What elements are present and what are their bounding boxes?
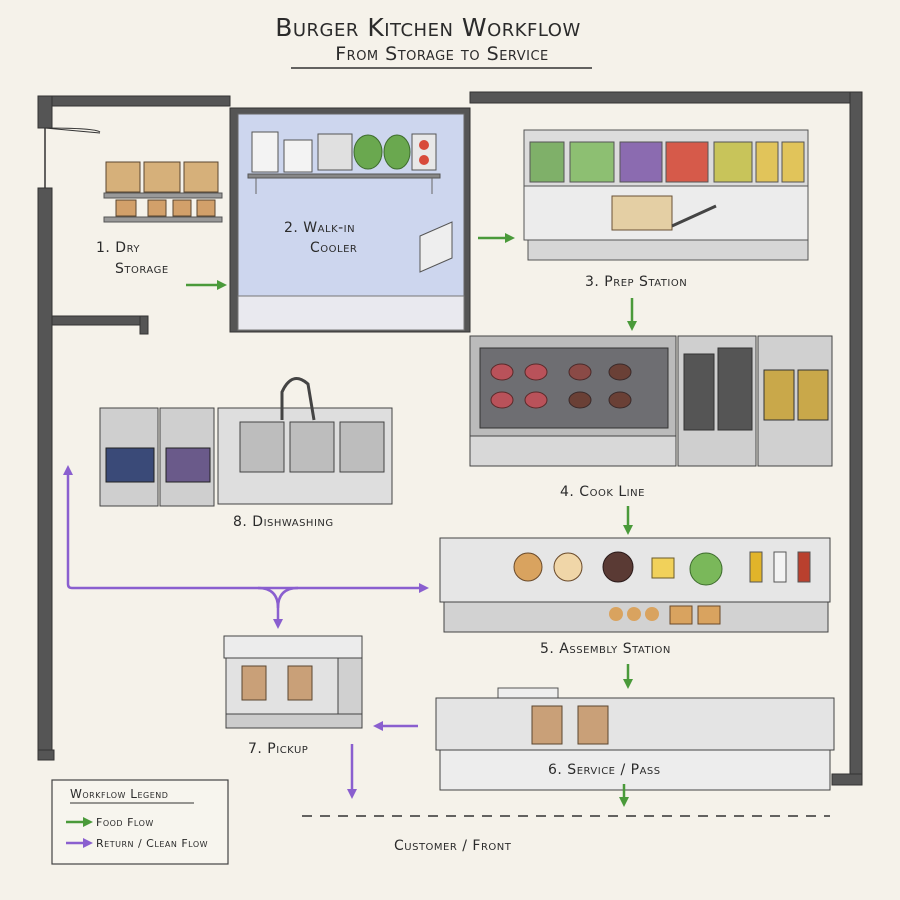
entry-door xyxy=(44,127,101,188)
diagram-title: Burger Kitchen Workflow xyxy=(275,13,581,42)
workflow-legend: Workflow Legend Food Flow Return / Clean… xyxy=(51,779,229,865)
assembly-station-label: 5. Assembly Station xyxy=(540,641,671,657)
service-pass: 6. Service / Pass xyxy=(435,687,835,791)
service-pass-label: 6. Service / Pass xyxy=(548,762,661,778)
assembly-station: 5. Assembly Station xyxy=(439,537,831,657)
dry-storage-label-line1: 1. Dry xyxy=(96,240,140,256)
dishwashing-label: 8. Dishwashing xyxy=(233,514,334,530)
legend-clean-flow-label: Return / Clean Flow xyxy=(96,837,208,850)
walk-in-cooler-label-line2: Cooler xyxy=(310,240,357,256)
customer-front-label: Customer / Front xyxy=(394,838,512,854)
building-walls xyxy=(37,91,863,786)
customer-front: Customer / Front xyxy=(302,815,830,854)
pickup-counter: 7. Pickup xyxy=(223,635,363,757)
legend-food-flow-label: Food Flow xyxy=(96,816,154,829)
arrow-to-pickup xyxy=(257,586,283,629)
title-block: Burger Kitchen Workflow From Storage to … xyxy=(275,13,592,69)
arrow-dish-to-assembly xyxy=(63,465,429,593)
dry-storage-area: 1. Dry Storage xyxy=(96,161,223,277)
food-flow-arrows xyxy=(186,233,637,807)
cook-line: 4. Cook Line xyxy=(469,335,833,500)
pickup-label: 7. Pickup xyxy=(248,741,308,757)
walk-in-cooler-label-line1: 2. Walk-in xyxy=(284,220,355,236)
diagram-subtitle: From Storage to Service xyxy=(335,43,549,65)
prep-station-label: 3. Prep Station xyxy=(585,274,687,290)
clean-flow-arrows xyxy=(63,465,429,799)
arrow-to-pickup-merge xyxy=(276,586,299,609)
walk-in-cooler: 2. Walk-in Cooler xyxy=(229,107,471,333)
prep-station: 3. Prep Station xyxy=(523,129,809,290)
cook-line-label: 4. Cook Line xyxy=(560,484,645,500)
dishwashing-station: 8. Dishwashing xyxy=(99,377,393,530)
legend-title: Workflow Legend xyxy=(70,787,168,801)
dry-storage-label-line2: Storage xyxy=(115,261,169,277)
